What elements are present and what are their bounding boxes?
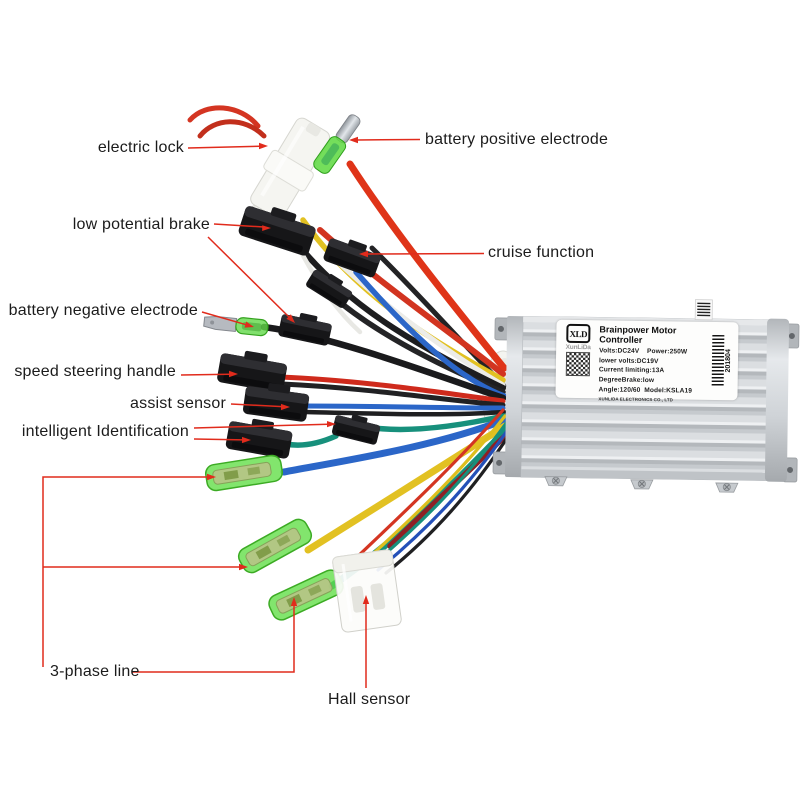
bottom-screw-3: [715, 482, 739, 493]
wire-intelligent-teal-2: [283, 433, 339, 448]
cruise-connector: [322, 232, 384, 279]
wire-assist-blue: [301, 403, 506, 411]
qr-code: [565, 351, 591, 377]
screw-hole-bottom-right: [787, 466, 794, 473]
label-hall-sensor: Hall sensor: [328, 691, 411, 708]
phase-crimp-blue: [203, 453, 285, 493]
wire-lock-tail-2: [197, 119, 267, 139]
wire-steering-black: [279, 381, 506, 408]
wire-brake-black: [293, 239, 506, 391]
serial-number: 201804: [724, 349, 732, 373]
label-battery-positive: battery positive electrode: [425, 131, 609, 148]
wire-phase-yellow: [304, 422, 509, 554]
barcode: [711, 334, 724, 388]
battery-negative-spade-terminal: [203, 315, 269, 337]
line-battery-negative: [201, 311, 247, 326]
label-battery-negative: battery negative electrode: [8, 302, 198, 319]
line-brake-1: [213, 223, 265, 228]
sticker-title: Brainpower Motor Controller: [599, 324, 677, 346]
line-three-phase-3: [132, 605, 295, 673]
wire-cruise-blue: [353, 269, 507, 399]
line-steering: [180, 373, 231, 376]
label-intelligent-id: intelligent Identification: [21, 423, 189, 440]
line-assist: [230, 403, 283, 408]
wire-battery-positive: [346, 160, 508, 372]
wire-white: [337, 261, 506, 388]
label-cruise-function: cruise function: [488, 244, 595, 261]
line-cruise: [366, 252, 485, 255]
spec-angle-model: Angle:120/60 Model:KSLA19: [598, 386, 693, 395]
label-electric-lock: electric lock: [97, 139, 184, 156]
wire-lock-tail-1: [187, 105, 261, 129]
wire-assist-black: [303, 409, 507, 417]
label-speed-steering: speed steering handle: [14, 363, 176, 380]
annotation-arrowheads: [207, 136, 370, 606]
annotation-lines: [42, 138, 485, 688]
label-three-phase: 3-phase line: [50, 663, 140, 680]
wire-steering-red: [277, 374, 506, 404]
battery-positive-bullet-connector: [313, 114, 361, 174]
label-low-potential-brake: low potential brake: [72, 216, 210, 233]
controller-spec-sticker: XLD XunLiDa Brainpower Motor Controller …: [555, 319, 739, 403]
wire-dark-red: [387, 431, 510, 549]
screw-hole-top-left: [497, 325, 504, 332]
line-electric-lock: [187, 145, 261, 149]
intelligent-connector-left: [225, 414, 294, 460]
wire-hall-blue: [376, 426, 511, 572]
wire-harness: [187, 105, 513, 590]
label-assist-sensor: assist sensor: [130, 395, 226, 412]
bottom-screw-2: [630, 479, 654, 490]
bottom-screw-1: [544, 476, 568, 487]
screw-hole-top-right: [788, 332, 795, 339]
line-intelligent-1: [193, 423, 329, 429]
wire-phase-blue: [280, 416, 508, 476]
wire-hall-yellow: [360, 414, 507, 566]
hall-sensor-connector: [332, 549, 402, 633]
top-barcode: [694, 299, 713, 321]
line-battery-positive: [356, 138, 421, 141]
wire-black-upper: [369, 245, 507, 389]
brand-subtitle: XunLiDa: [565, 343, 591, 352]
wire-hall-red: [352, 408, 505, 562]
line-three-phase-1: [42, 476, 208, 667]
phase-crimp-green: [265, 566, 347, 624]
screw-hole-bottom-left: [496, 459, 503, 466]
line-intelligent-2: [193, 438, 244, 441]
wire-intelligent-teal: [371, 413, 507, 433]
xld-logo: XLD: [566, 323, 591, 344]
case-right-cap: [764, 318, 790, 482]
case-left-cap: [504, 316, 526, 478]
line-brake-2: [207, 236, 291, 319]
